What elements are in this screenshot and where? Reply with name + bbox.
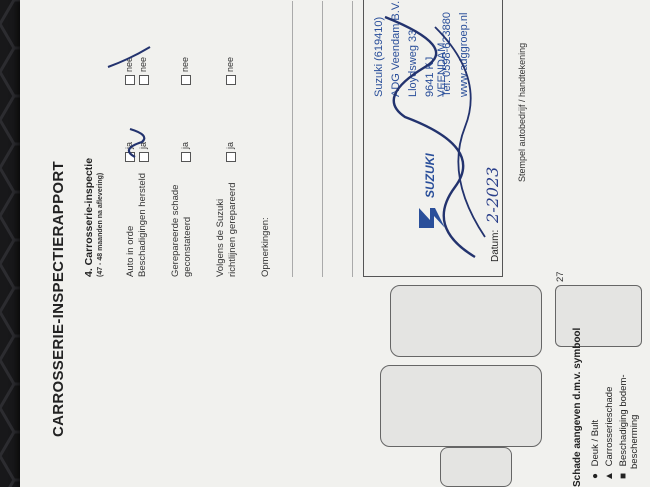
question-2-label: Gerepareerde schade geconstateerd <box>170 185 194 277</box>
checkmark-ink <box>107 46 151 158</box>
question-3-line-2: richtlijnen gerepareerd <box>227 182 238 277</box>
car-diagram-underbody[interactable] <box>555 285 642 347</box>
checkbox[interactable] <box>180 152 191 162</box>
legend-item-body-damage: ▲ Carrosserieschade <box>604 387 615 483</box>
legend-title: Schade aangeven d.m.v. symbool <box>572 327 583 487</box>
question-3-label: Volgens de Suzuki richtlijnen gerepareer… <box>215 182 239 277</box>
question-1-label: Auto in orde Beschadigingen hersteld <box>125 173 149 277</box>
legend-item-dent: ● Deuk / Bult <box>590 420 601 483</box>
remarks-line <box>292 1 293 277</box>
question-2-line-2: geconstateerd <box>182 216 193 277</box>
dot-icon: ● <box>590 472 601 480</box>
page-title: CARROSSERIE-INSPECTIERAPPORT <box>50 161 67 437</box>
square-icon: ■ <box>618 472 629 480</box>
checkbox[interactable] <box>225 75 236 85</box>
page-number: 27 <box>555 271 566 282</box>
checkbox[interactable] <box>225 152 236 162</box>
question-2-line-1: Gerepareerde schade <box>170 184 181 277</box>
question-3-yes[interactable]: ja <box>225 142 236 162</box>
question-3-line-1: Volgens de Suzuki <box>215 198 226 277</box>
car-diagram-top[interactable] <box>390 285 542 357</box>
rotated-page-content: CARROSSERIE-INSPECTIERAPPORT 4. Carrosse… <box>20 0 650 487</box>
checkbox[interactable] <box>180 75 191 85</box>
remarks-line <box>352 1 353 277</box>
suzuki-s-icon <box>419 208 445 228</box>
question-1-line-1: Auto in orde <box>125 225 136 277</box>
legend-item-underbody-damage: ■ Beschadiging bodem- bescherming <box>618 374 640 483</box>
question-2-no[interactable]: nee <box>180 57 191 85</box>
stamp-caption: Stempel autobedrijf / handtekening <box>517 42 527 182</box>
remarks-line <box>322 1 323 277</box>
inspection-page: CARROSSERIE-INSPECTIERAPPORT 4. Carrosse… <box>20 0 650 487</box>
question-1-line-2: Beschadigingen hersteld <box>137 172 148 277</box>
question-2-yes[interactable]: ja <box>180 142 191 162</box>
car-diagram-front[interactable] <box>440 447 512 487</box>
suzuki-logo: SUZUKI <box>415 112 465 232</box>
signature-ink <box>384 15 486 259</box>
car-diagram-side[interactable] <box>380 365 542 447</box>
triangle-icon: ▲ <box>604 471 615 481</box>
section-title: 4. Carrosserie-inspectie <box>83 157 95 277</box>
section-subtitle: (47 - 48 maanden na aflevering) <box>97 172 104 277</box>
question-3-no[interactable]: nee <box>225 57 236 85</box>
remarks-label: Opmerkingen: <box>260 217 271 277</box>
